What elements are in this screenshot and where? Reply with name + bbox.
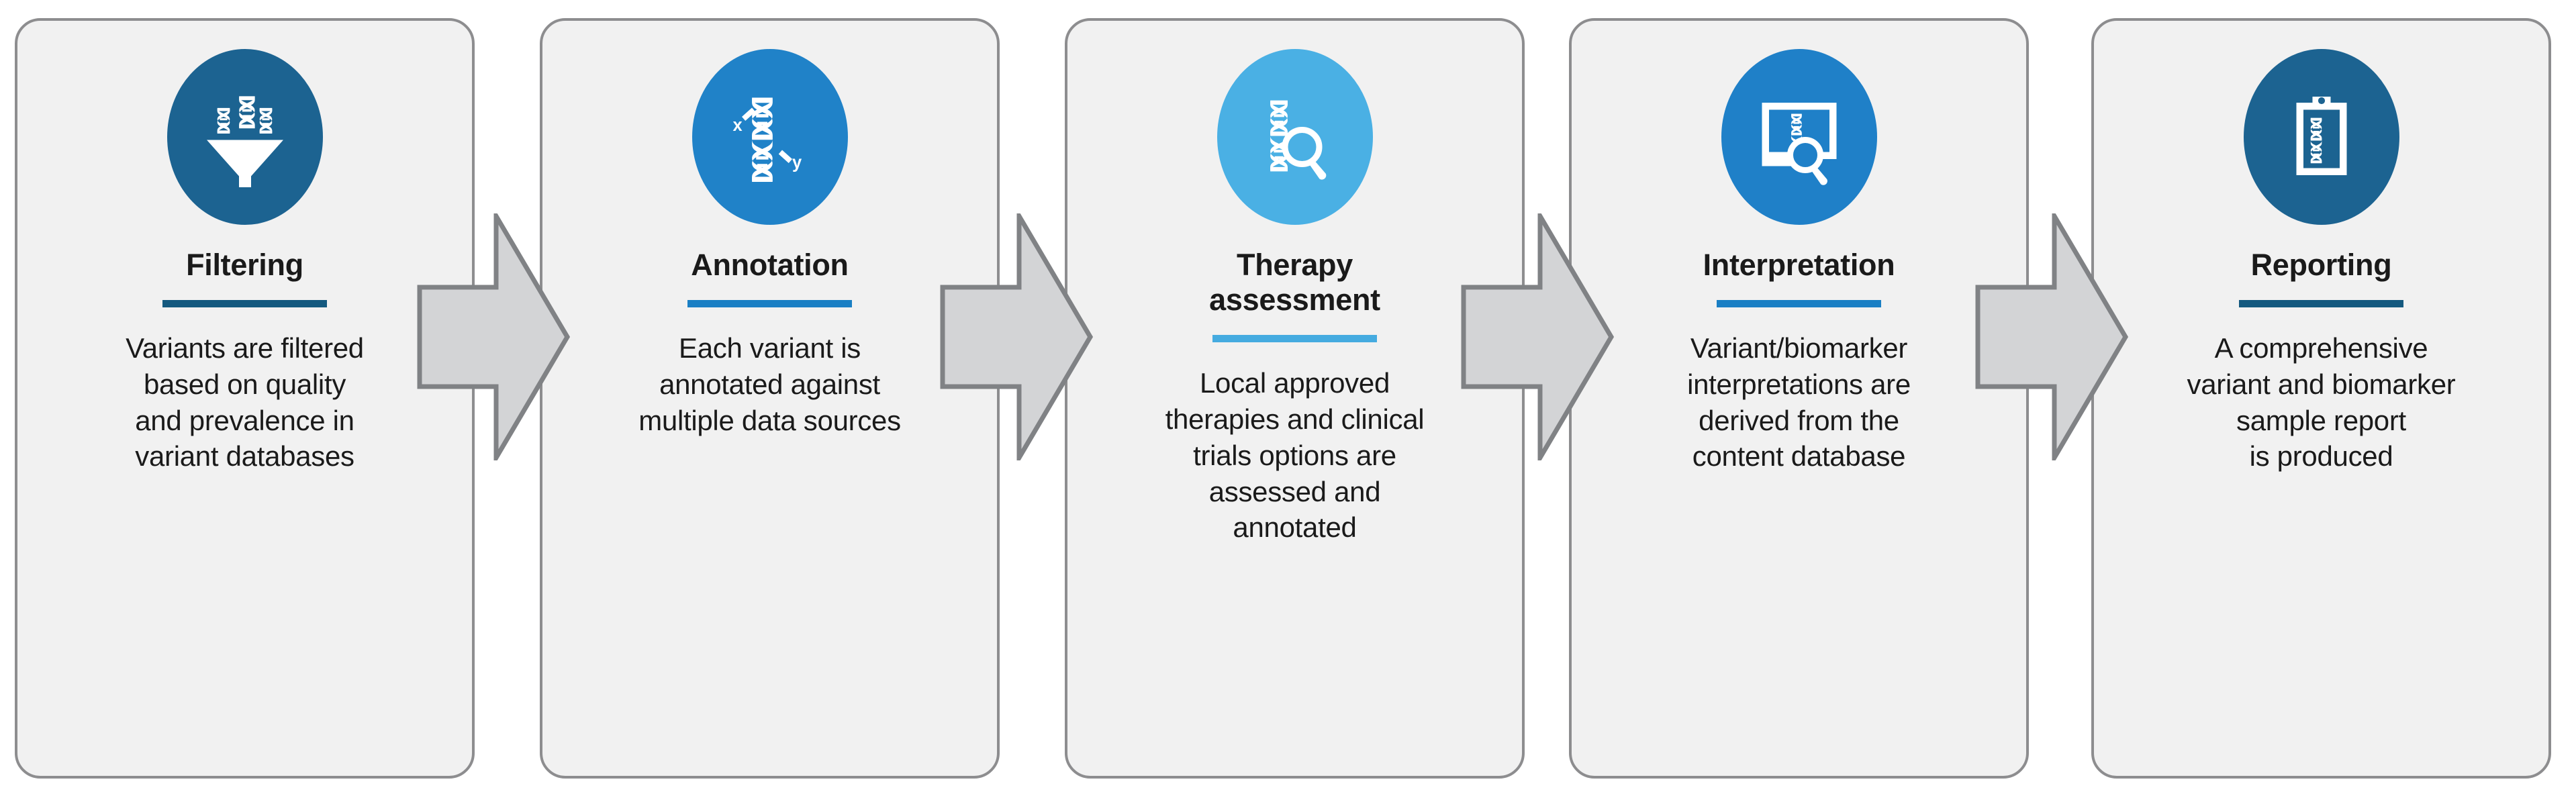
step-divider [687,300,852,308]
step-description-line: derived from the [1699,404,1899,436]
step-description-line: trials options are [1193,439,1396,471]
step-description-line: Variant/biomarker [1690,332,1908,364]
step-description-line: Variants are filtered [126,332,364,364]
step-description-line: annotated [1233,511,1357,544]
dna-xy-annotation-icon: x y [691,49,848,225]
step-description-line: therapies and clinical [1165,403,1425,436]
process-step-card-reporting[interactable]: Reporting A comprehensive variant and bi… [2091,18,2551,779]
step-description-line: is produced [2249,440,2393,472]
step-description-line: and prevalence in [135,404,354,436]
step-divider [1717,300,1881,308]
step-description-line: interpretations are [1687,368,1911,400]
step-description-line: sample report [2236,404,2406,436]
step-title: Therapy assessment [1067,248,1522,317]
arrow-right-icon [1461,213,1614,460]
step-title-line: assessment [1209,283,1380,317]
process-step-card-interpretation[interactable]: Interpretation Variant/biomarker interpr… [1569,18,2029,779]
step-description: A comprehensive variant and biomarker sa… [2107,330,2536,475]
step-description-line: A comprehensive [2214,332,2428,364]
arrow-right-icon [1975,213,2128,460]
step-title: Reporting [2094,248,2548,283]
process-step-card-annotation[interactable]: x y Annotation Each variant is annotated… [540,18,1000,779]
monitor-dna-magnifier-icon [1721,49,1877,225]
step-description-line: annotated against [659,368,880,400]
step-description-line: content database [1692,440,1906,472]
step-description-line: based on quality [143,368,346,400]
step-description: Variant/biomarker interpretations are de… [1584,330,2014,475]
step-title-line: Reporting [2250,248,2392,282]
step-divider [1212,335,1377,343]
step-title: Interpretation [1572,248,2026,283]
step-divider [162,300,327,308]
dna-magnifier-icon [1217,49,1373,225]
dna-funnel-icon [166,49,323,225]
step-description-line: Each variant is [679,332,861,364]
clipboard-dna-icon [2243,49,2399,225]
step-title: Annotation [542,248,997,283]
process-step-card-filtering[interactable]: Filtering Variants are filtered based on… [15,18,475,779]
icon-label-x: x [732,116,742,135]
step-description-line: variant and biomarker [2187,368,2456,400]
process-step-card-therapy-assessment[interactable]: Therapy assessment Local approved therap… [1065,18,1525,779]
step-title-line: Interpretation [1703,248,1895,282]
step-title-line: Filtering [186,248,303,282]
step-divider [2239,300,2403,308]
step-description-line: multiple data sources [638,404,901,436]
step-title: Filtering [17,248,472,283]
step-title-line: Therapy [1237,248,1353,282]
step-description-line: assessed and [1208,475,1381,507]
step-description: Local approved therapies and clinical tr… [1080,365,1510,546]
icon-label-y: y [792,154,802,172]
step-description: Each variant is annotated against multip… [555,330,985,438]
arrow-right-icon [940,213,1093,460]
step-description-line: Local approved [1199,367,1390,399]
arrow-right-icon [417,213,570,460]
step-description: Variants are filtered based on quality a… [30,330,460,475]
step-description-line: variant databases [135,440,354,472]
step-title-line: Annotation [691,248,849,282]
